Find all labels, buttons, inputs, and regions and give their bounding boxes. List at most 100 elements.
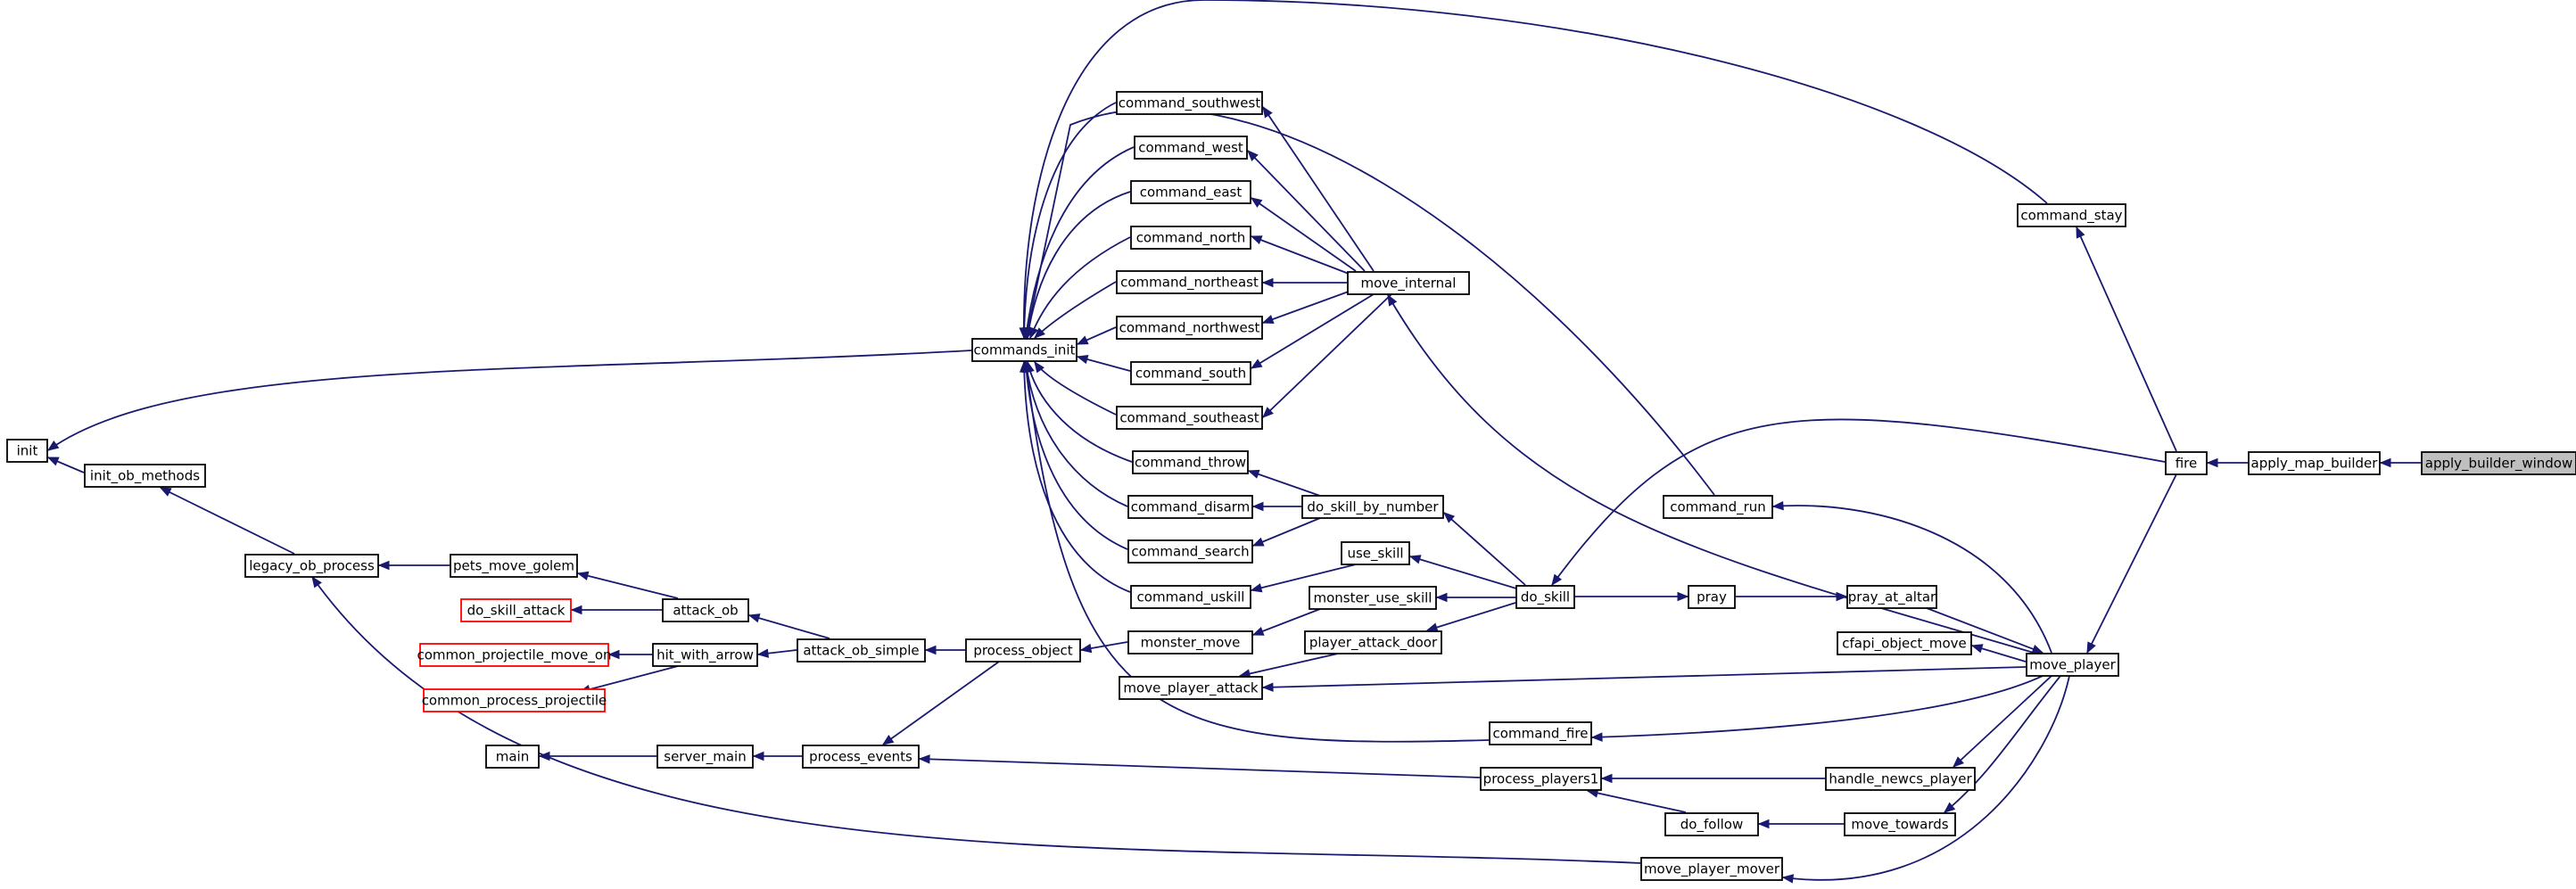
node-use-skill[interactable]: use_skill	[1341, 541, 1410, 565]
node-do-skill-attack[interactable]: do_skill_attack	[460, 598, 572, 622]
node-label: player_attack_door	[1309, 635, 1438, 652]
node-init[interactable]: init	[6, 439, 48, 463]
node-common-process-projectile[interactable]: common_process_projectile	[422, 688, 607, 712]
node-command-fire[interactable]: command_fire	[1489, 721, 1592, 745]
node-common-projectile-move-on[interactable]: common_projectile_move_on	[417, 643, 612, 667]
node-label: apply_builder_window	[2425, 456, 2572, 473]
edge-move_player-to-command_run	[1771, 500, 2052, 654]
edge-pets_move_golem-to-legacy_ob_process	[377, 560, 450, 571]
node-fire[interactable]: fire	[2165, 451, 2208, 475]
node-label: command_search	[1131, 544, 1249, 561]
node-server-main[interactable]: server_main	[656, 745, 754, 769]
node-process-events[interactable]: process_events	[802, 745, 920, 769]
edge-move_player-to-cfapi_object_move	[1970, 644, 2027, 663]
node-label: attack_ob	[673, 603, 738, 620]
node-command-run[interactable]: command_run	[1663, 495, 1773, 519]
edge-command_south-to-commands_init	[1076, 354, 1131, 372]
node-label: do_skill	[1521, 589, 1570, 606]
node-move-player-mover[interactable]: move_player_mover	[1640, 857, 1783, 881]
node-label: pray	[1697, 589, 1727, 605]
node-command-south[interactable]: command_south	[1130, 361, 1251, 385]
edge-monster_use_skill-to-monster_move	[1251, 608, 1321, 636]
node-pray-at-altar[interactable]: pray_at_altar	[1846, 585, 1937, 609]
node-label: main	[496, 749, 529, 765]
edge-command_west-to-commands_init	[1022, 146, 1135, 340]
node-label: command_disarm	[1131, 499, 1251, 516]
edge-handle_newcs_player-to-process_players1	[1600, 773, 1825, 784]
edge-move_internal-to-command_south	[1250, 293, 1375, 369]
node-cfapi-object-move[interactable]: cfapi_object_move	[1837, 631, 1972, 655]
edge-process_object-to-attack_ob_simple	[924, 645, 965, 655]
node-command-northwest[interactable]: command_northwest	[1116, 316, 1263, 340]
node-command-east[interactable]: command_east	[1130, 180, 1251, 204]
node-command-west[interactable]: command_west	[1134, 136, 1248, 160]
node-move-internal[interactable]: move_internal	[1347, 271, 1470, 295]
node-pray[interactable]: pray	[1688, 585, 1736, 609]
node-label: init_ob_methods	[90, 468, 200, 485]
edge-do_skill-to-do_skill_by_number	[1443, 512, 1526, 586]
edge-fire-to-do_skill	[1551, 418, 2166, 587]
node-monster-move[interactable]: monster_move	[1127, 630, 1253, 654]
node-label: cfapi_object_move	[1842, 636, 1967, 653]
node-label: process_players1	[1483, 771, 1599, 788]
edge-fire-to-command_stay	[2076, 226, 2177, 452]
node-label: command_fire	[1493, 726, 1589, 743]
edge-apply_map_builder-to-fire	[2206, 457, 2248, 468]
node-label: commands_init	[974, 342, 1076, 359]
edge-use_skill-to-command_uskill	[1250, 564, 1357, 593]
node-monster-use-skill[interactable]: monster_use_skill	[1309, 586, 1437, 610]
node-label: do_skill_attack	[467, 603, 566, 620]
edge-attack_ob_simple-to-attack_ob	[747, 613, 830, 639]
edge-attack_ob-to-pets_move_golem	[576, 571, 679, 599]
node-label: monster_move	[1141, 635, 1241, 652]
node-command-disarm[interactable]: command_disarm	[1127, 495, 1253, 519]
node-command-search[interactable]: command_search	[1127, 539, 1253, 564]
edge-server_main-to-main	[538, 751, 656, 761]
node-process-object[interactable]: process_object	[965, 638, 1081, 663]
node-apply-builder-window[interactable]: apply_builder_window	[2421, 451, 2576, 475]
node-move-player[interactable]: move_player	[2026, 653, 2119, 677]
edge-hit_with_arrow-to-common_projectile_move_on	[607, 649, 652, 660]
node-do-skill[interactable]: do_skill	[1515, 585, 1575, 609]
node-command-uskill[interactable]: command_uskill	[1130, 585, 1251, 609]
node-label: move_player_attack	[1123, 680, 1258, 697]
node-label: common_process_projectile	[422, 693, 607, 710]
node-commands-init[interactable]: commands_init	[971, 338, 1077, 362]
node-label: command_stay	[2020, 208, 2122, 225]
edge-process_players1-to-process_events	[918, 754, 1481, 778]
node-label: pray_at_altar	[1848, 589, 1936, 606]
node-command-northeast[interactable]: command_northeast	[1116, 270, 1263, 294]
node-player-attack-door[interactable]: player_attack_door	[1304, 630, 1442, 654]
node-main[interactable]: main	[485, 745, 540, 769]
node-label: pets_move_golem	[453, 558, 574, 575]
node-hit-with-arrow[interactable]: hit_with_arrow	[652, 643, 758, 667]
node-label: command_southeast	[1119, 410, 1259, 427]
node-command-throw[interactable]: command_throw	[1132, 450, 1249, 474]
node-do-follow[interactable]: do_follow	[1664, 812, 1759, 836]
edge-move_internal-to-command_east	[1250, 197, 1357, 272]
node-command-southeast[interactable]: command_southeast	[1116, 406, 1263, 430]
node-command-north[interactable]: command_north	[1130, 226, 1251, 250]
node-process-players1[interactable]: process_players1	[1480, 767, 1602, 791]
node-label: command_west	[1138, 140, 1243, 157]
edge-command_northeast-to-commands_init	[1034, 281, 1117, 339]
node-attack-ob-simple[interactable]: attack_ob_simple	[797, 638, 926, 663]
node-move-player-attack[interactable]: move_player_attack	[1119, 676, 1263, 700]
node-attack-ob[interactable]: attack_ob	[662, 598, 749, 622]
node-label: move_internal	[1361, 276, 1457, 292]
edge-player_attack_door-to-move_player_attack	[1238, 653, 1339, 679]
node-move-towards[interactable]: move_towards	[1844, 812, 1956, 836]
node-handle-newcs-player[interactable]: handle_newcs_player	[1825, 767, 1976, 791]
node-apply-map-builder[interactable]: apply_map_builder	[2248, 451, 2381, 475]
node-command-southwest[interactable]: command_southwest	[1116, 91, 1263, 115]
edge-apply_builder_window-to-apply_map_builder	[2379, 457, 2421, 468]
node-command-stay[interactable]: command_stay	[2017, 203, 2126, 227]
node-init-ob-methods[interactable]: init_ob_methods	[84, 464, 206, 488]
node-label: monster_use_skill	[1314, 590, 1432, 607]
node-label: process_events	[809, 749, 912, 766]
node-label: handle_newcs_player	[1829, 771, 1972, 788]
node-do-skill-by-number[interactable]: do_skill_by_number	[1301, 495, 1444, 519]
node-legacy-ob-process[interactable]: legacy_ob_process	[244, 554, 379, 578]
node-pets-move-golem[interactable]: pets_move_golem	[450, 554, 578, 578]
